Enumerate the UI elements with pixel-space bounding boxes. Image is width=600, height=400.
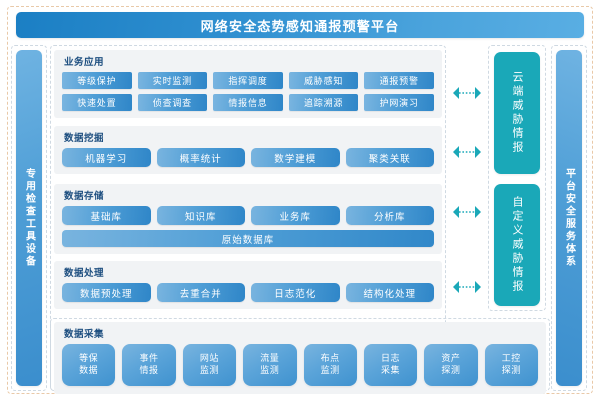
section-business-application: 业务应用 等级保护 实时监测 指挥调度 威胁感知 通报预警 快速处置 侦查调查 … [54,50,442,118]
section-data-collection: 数据采集 等保 数据 事件 情报 网站 监测 流量 监测 布点 监测 [54,322,546,394]
tile-budianjiance[interactable]: 布点 监测 [303,344,357,386]
chip-huwangyanxi[interactable]: 护网演习 [364,94,434,111]
chip-zhenchadiaocha[interactable]: 侦查调查 [137,94,208,111]
tile-line2: 监测 [260,366,280,376]
tile-line1: 网站 [199,354,220,364]
tile-gongkongtance[interactable]: 工控 探测 [484,344,538,386]
tile-zichantance[interactable]: 资产 探测 [424,344,478,386]
chip-juleiguanlian[interactable]: 聚类关联 [345,148,434,167]
tile-line2: 探测 [501,366,521,376]
far-right-vertical-bar-label: 平台安全服务体系 [563,168,575,268]
chip-shuxuejianmo[interactable]: 数学建模 [251,148,340,167]
tile-line2: 监测 [199,366,220,376]
left-bar-border [11,45,47,391]
chip-yewuku[interactable]: 业务库 [251,206,340,225]
tile-line1: 日志 [380,354,401,364]
tile-dengbaoshuju[interactable]: 等保 数据 [62,344,116,386]
tile-line1: 事件 [139,354,159,364]
chip-row: 等级保护 实时监测 指挥调度 威胁感知 通报预警 [62,72,434,89]
chip-zhishiku[interactable]: 知识库 [156,206,245,225]
left-vertical-bar-inspection-tools[interactable]: 专用检查工具设备 [16,50,42,386]
section-title-data-collection: 数据采集 [64,329,105,340]
section-title-data-processing: 数据处理 [64,268,105,279]
connector-business-application [452,86,482,100]
threat-intel-custom-label: 自定义威胁情报 [511,196,524,294]
threat-intel-cloud[interactable]: 云端威胁情报 [494,52,540,174]
connector-data-storage [452,205,482,219]
chip-row: 快速处置 侦查调查 情报信息 追踪溯源 护网演习 [62,94,434,111]
platform-title-bar: 网络安全态势感知通报预警平台 [16,12,584,38]
threat-intel-column-border [488,45,546,311]
threat-intel-custom[interactable]: 自定义威胁情报 [494,184,540,306]
tile-line2: 采集 [380,366,401,376]
chip-qingbaoxinxi[interactable]: 情报信息 [213,94,283,111]
far-right-bar-border [551,45,587,391]
chip-zhuizongsuyuan[interactable]: 追踪溯源 [288,94,359,111]
tile-line1: 工控 [501,354,521,364]
tile-line1: 流量 [260,354,280,364]
section-data-storage: 数据存储 基础库 知识库 业务库 分析库 原始数据库 [54,184,442,254]
section-data-mining: 数据挖掘 机器学习 概率统计 数学建模 聚类关联 [54,126,442,174]
chip-gailvtongji[interactable]: 概率统计 [156,148,245,167]
tile-rizhicaiji[interactable]: 日志 采集 [363,344,418,386]
chip-tongbaoyujing[interactable]: 通报预警 [364,72,434,89]
chip-jichuku[interactable]: 基础库 [62,206,151,225]
chip-row: 数据预处理 去重合并 日志范化 结构化处理 [62,283,434,302]
chip-dengjibaohu[interactable]: 等级保护 [62,72,132,89]
chip-shujuyuchuli[interactable]: 数据预处理 [62,283,151,302]
section-title-data-storage: 数据存储 [64,191,105,202]
threat-intel-cloud-label: 云端威胁情报 [511,71,524,155]
tile-line2: 数据 [79,366,99,376]
section-title-data-mining: 数据挖掘 [64,133,105,144]
tile-line1: 资产 [441,354,461,364]
connector-data-mining [452,145,482,159]
chip-quchonghebing[interactable]: 去重合并 [156,283,245,302]
chip-zhihuidiaodu[interactable]: 指挥调度 [213,72,283,89]
section-data-processing: 数据处理 数据预处理 去重合并 日志范化 结构化处理 [54,261,442,309]
chip-jiegouhuachuli[interactable]: 结构化处理 [345,283,434,302]
chip-kuaisuchuzhi[interactable]: 快速处置 [62,94,132,111]
chip-rizhifanhua[interactable]: 日志范化 [251,283,340,302]
tile-line1: 布点 [320,354,340,364]
left-vertical-bar-label: 专用检查工具设备 [23,168,35,268]
chip-jiqixuexi[interactable]: 机器学习 [62,148,151,167]
tile-wangzhanjiance[interactable]: 网站 监测 [182,344,237,386]
tile-liuliangjiance[interactable]: 流量 监测 [243,344,297,386]
tile-line1: 等保 [79,354,99,364]
tile-shijianqingbao[interactable]: 事件 情报 [122,344,176,386]
section-title-business-application: 业务应用 [64,57,105,68]
tile-line2: 情报 [139,366,159,376]
chip-weixieganzhi[interactable]: 威胁感知 [288,72,359,89]
chip-yuanshishujuku[interactable]: 原始数据库 [62,230,434,247]
chip-row: 机器学习 概率统计 数学建模 聚类关联 [62,148,434,167]
tile-line2: 探测 [441,366,461,376]
chip-row: 基础库 知识库 业务库 分析库 [62,206,434,225]
tile-line2: 监测 [320,366,340,376]
chip-shishijiance[interactable]: 实时监测 [137,72,208,89]
connector-data-processing [452,280,482,294]
far-right-vertical-bar-security-service[interactable]: 平台安全服务体系 [556,50,582,386]
page-title: 网络安全态势感知通报预警平台 [200,19,400,35]
tile-row: 等保 数据 事件 情报 网站 监测 流量 监测 布点 监测 日志 采集 [62,344,538,386]
chip-fenxiku[interactable]: 分析库 [345,206,434,225]
